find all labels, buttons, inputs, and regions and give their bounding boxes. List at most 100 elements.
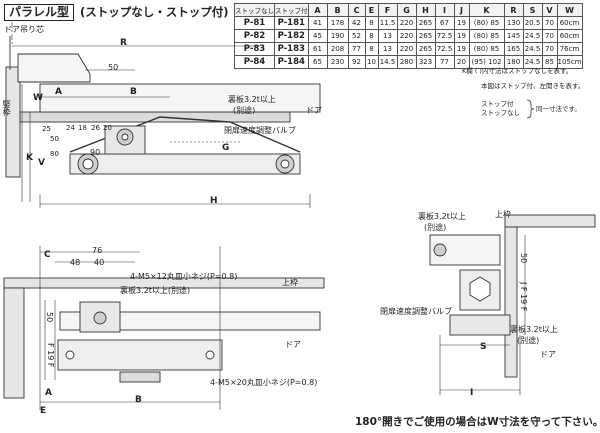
value-cell: 10 — [364, 55, 379, 69]
value-cell: 220 — [396, 16, 417, 30]
label-G: G — [222, 143, 230, 153]
label-valve: 閉扉速度調整バルブ — [224, 126, 296, 135]
value-cell: 42 — [347, 16, 366, 30]
value-cell: 220 — [396, 29, 417, 43]
value-cell: 70 — [541, 16, 558, 30]
label-E: E — [40, 406, 47, 416]
label-dim-50: 50 — [108, 63, 119, 72]
side-top-frame — [504, 214, 596, 228]
spec-table-header: ストップなし ストップ付 A B C E F G H I J K R S V W — [234, 3, 583, 17]
value-cell: 280 — [396, 55, 417, 69]
col-header: A — [307, 3, 328, 17]
label-side-d50: 50 — [519, 253, 528, 264]
col-header: I — [434, 3, 455, 17]
value-cell: 92 — [347, 55, 366, 69]
note-same: 同一寸法です。 — [536, 105, 581, 113]
value-cell: 14.5 — [377, 55, 398, 69]
top-view-diagram — [5, 22, 321, 208]
col-header: S — [522, 3, 543, 17]
label-door-hinge: ドア吊り芯 — [4, 25, 44, 34]
frame-block — [5, 66, 21, 178]
value-cell: 265 — [415, 16, 436, 30]
label-A: A — [55, 87, 62, 97]
footer-note: 180°開きでご使用の場合はW寸法を守って下さい。 — [355, 416, 600, 428]
label-screw-m5x12: 4-M5×12丸皿小ネジ(P=0.8) — [130, 272, 238, 281]
label-B-bottom: B — [135, 395, 142, 405]
closer-body-bottom — [59, 311, 321, 331]
value-cell: 8 — [364, 42, 379, 56]
label-d25: 25 — [42, 125, 51, 133]
label-d48: 48 — [70, 258, 81, 267]
label-d20: 20 — [103, 124, 112, 132]
col-header: C — [347, 3, 366, 17]
value-cell: 20.5 — [522, 16, 543, 30]
label-d90: 90 — [90, 148, 101, 157]
value-cell: 72.5 — [434, 42, 455, 56]
label-F19F: F 19 F — [46, 343, 55, 368]
model-cell: P-84 — [234, 55, 275, 69]
top-frame — [3, 277, 325, 289]
model-cell: P-184 — [274, 55, 309, 69]
value-cell: 105cm — [556, 55, 583, 69]
note-stop-with: ストップ付 — [481, 100, 514, 108]
col-header: E — [364, 3, 379, 17]
value-cell: 8 — [364, 29, 379, 43]
note-drawing-position: 本図はストップ付、左開きを表す。 — [481, 82, 585, 90]
closer-cylinder — [69, 153, 301, 175]
value-cell: 13 — [377, 42, 398, 56]
label-d76: 76 — [92, 246, 103, 255]
value-cell: 67 — [434, 16, 455, 30]
value-cell: 130 — [503, 16, 524, 30]
col-header: R — [503, 3, 524, 17]
label-I: I — [470, 388, 474, 398]
value-cell: 65 — [307, 55, 328, 69]
value-cell: 165 — [503, 42, 524, 56]
label-door-bottom: ドア — [285, 340, 301, 349]
label-S: S — [480, 342, 487, 352]
col-header: ストップ付 — [274, 3, 309, 17]
label-JF19F: J F 19 F — [519, 282, 528, 312]
label-H: H — [210, 196, 218, 206]
label-d24: 24 — [66, 124, 75, 132]
label-d40: 40 — [94, 258, 105, 267]
label-d18: 18 — [78, 124, 87, 132]
col-header: F — [377, 3, 398, 17]
label-K: K — [26, 153, 33, 163]
label-d26: 26 — [91, 124, 100, 132]
value-cell: 20 — [453, 55, 470, 69]
col-header: ストップなし — [234, 3, 275, 17]
value-cell: 76cm — [556, 42, 583, 56]
value-cell: 19 — [453, 16, 470, 30]
label-plate: 裏板3.2t以上 — [228, 95, 276, 104]
closer-body — [39, 83, 321, 113]
spec-table: ストップなし ストップ付 A B C E F G H I J K R S V W… — [234, 3, 583, 69]
col-header: H — [415, 3, 436, 17]
value-cell: 60cm — [556, 16, 583, 30]
label-W: W — [33, 93, 43, 103]
value-cell: 77 — [434, 55, 455, 69]
value-cell: 265 — [415, 42, 436, 56]
label-d50-bottom: 50 — [45, 312, 54, 323]
value-cell: 70 — [541, 29, 558, 43]
value-cell: 70 — [541, 42, 558, 56]
value-cell: 52 — [347, 29, 366, 43]
col-header: W — [556, 3, 583, 17]
label-d80: 80 — [50, 150, 59, 158]
value-cell: 85 — [541, 55, 558, 69]
label-side-door: ドア — [540, 350, 556, 359]
label-A-bottom: A — [45, 388, 52, 398]
label-top-frame: 上枠 — [282, 278, 298, 287]
label-plate-bottom: 裏板3.2t以上(別途) — [120, 286, 191, 295]
label-side-valve: 閉扉速度調整バルブ — [380, 307, 452, 316]
label-side-separate: (別途) — [424, 223, 447, 232]
label-side-plate: 裏板3.2t以上 — [418, 212, 466, 221]
value-cell: 190 — [326, 29, 349, 43]
note-k-brackets: K欄 ( )内寸法はストップなしを表す。 — [462, 67, 573, 75]
value-cell: 145 — [503, 29, 524, 43]
label-B: B — [130, 87, 137, 97]
value-cell: (80) 85 — [468, 16, 505, 30]
value-cell: 220 — [396, 42, 417, 56]
value-cell: 208 — [326, 42, 349, 56]
